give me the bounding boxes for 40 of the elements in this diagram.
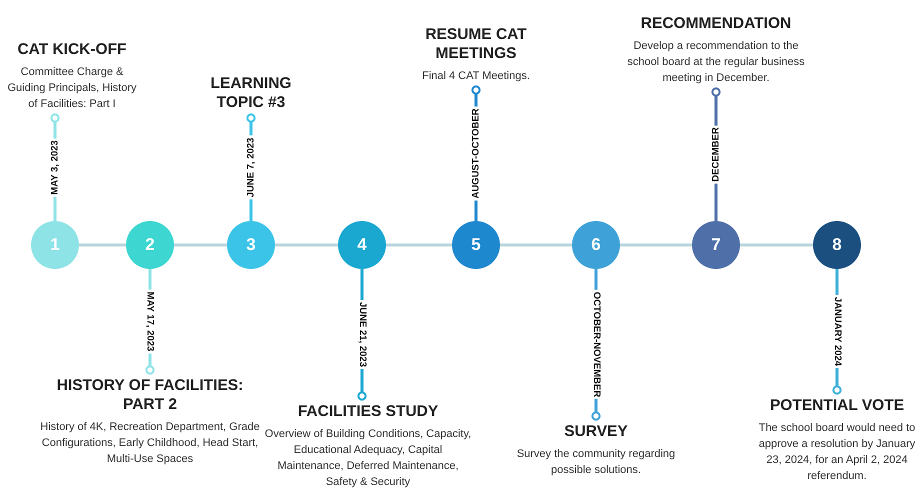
step-number: 7	[711, 235, 721, 255]
milestone-heading: SURVEY	[564, 422, 628, 441]
step-number: 6	[591, 235, 601, 255]
milestone-description: History of 4K, Recreation Department, Grade Configurations, Early Childhood, Head Start, Multi-Use Spaces	[39, 420, 261, 467]
timeline-line	[500, 244, 572, 246]
step-circle	[227, 221, 275, 269]
milestone-heading: POTENTIAL VOTE	[770, 396, 904, 415]
milestone-heading: CAT KICK-OFF	[17, 40, 127, 59]
milestone-heading: LEARNING TOPIC #3	[210, 74, 292, 112]
step-circle	[31, 221, 79, 269]
step-number: 8	[832, 235, 842, 255]
milestone-description: Overview of Building Conditions, Capacity, Educational Adequacy, Capital Maintenance, Deferred Maintenance, Safety & Security	[264, 427, 472, 490]
milestone-description: The school board would need to approve a resolution by January 23, 2024, for an April 2, 2024 referendum.	[758, 421, 916, 484]
milestone-description: Final 4 CAT Meetings.	[422, 69, 530, 84]
step-number: 1	[50, 235, 60, 255]
step-number: 2	[145, 235, 155, 255]
date-label: MAY 17, 2023	[143, 290, 156, 354]
date-label: JUNE 7, 2023	[244, 136, 258, 200]
milestone-description: Committee Charge & Guiding Principals, History of Facilities: Part I	[6, 65, 138, 112]
timeline-line	[174, 244, 227, 246]
timeline-line	[740, 244, 813, 246]
step-number: 5	[471, 235, 481, 255]
milestone-heading: HISTORY OF FACILITIES: PART 2	[56, 376, 244, 414]
step-circle	[338, 221, 386, 269]
step-number: 3	[246, 235, 256, 255]
timeline-line	[620, 244, 692, 246]
milestone-description: Survey the community regarding possible solutions.	[516, 447, 676, 478]
step-number: 4	[357, 235, 367, 255]
milestone-heading: RESUME CAT MEETINGS	[424, 25, 528, 63]
timeline-line	[386, 244, 452, 246]
step-circle	[813, 221, 861, 269]
milestone-heading: RECOMMENDATION	[640, 14, 792, 33]
timeline-line	[275, 244, 338, 246]
milestone-heading: FACILITIES STUDY	[298, 402, 438, 421]
step-circle	[452, 221, 500, 269]
milestone-description: Develop a recommendation to the school board at the regular business meeting in December.	[626, 39, 806, 86]
step-circle	[692, 221, 740, 269]
step-circle	[572, 221, 620, 269]
timeline-line	[79, 244, 126, 246]
step-circle	[126, 221, 174, 269]
